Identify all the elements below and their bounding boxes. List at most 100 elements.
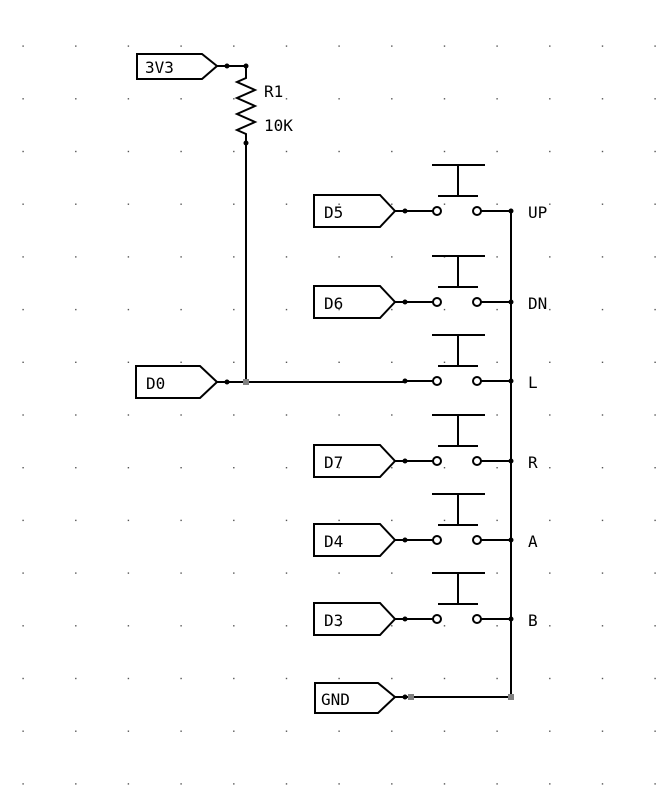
grid-dot <box>338 572 340 574</box>
grid-dot <box>22 414 24 416</box>
button-row-dn: D6 DN <box>313 255 547 319</box>
wire-junction <box>243 379 249 385</box>
grid-dot <box>338 519 340 522</box>
grid-dot <box>22 256 24 258</box>
junction-dot <box>402 378 408 384</box>
grid-dot <box>338 203 340 205</box>
grid-dot <box>127 730 130 732</box>
grid-dot <box>601 98 604 100</box>
grid-dot <box>654 150 656 153</box>
grid-dot <box>75 783 77 785</box>
grid-dot <box>75 45 77 47</box>
grid-dot <box>601 519 604 522</box>
grid-dot <box>549 98 551 100</box>
grid-dot <box>391 98 393 100</box>
grid-dot <box>654 361 656 363</box>
grid-dot <box>285 308 288 311</box>
grid-dot <box>233 361 235 363</box>
junction-dot <box>402 208 408 214</box>
grid-dot <box>654 98 656 100</box>
grid-dot <box>654 45 656 47</box>
grid-dot <box>654 730 656 732</box>
port-gnd[interactable]: GND <box>314 682 397 714</box>
grid-dot <box>285 519 288 522</box>
grid-dot <box>22 783 24 785</box>
grid-dot <box>180 572 182 574</box>
grid-dot <box>233 467 235 469</box>
grid-dot <box>391 256 393 258</box>
button-name-label: DN <box>528 294 547 313</box>
resistor-ref: R1 <box>264 82 283 101</box>
resistor-symbol <box>234 66 258 143</box>
grid-dot <box>233 45 235 47</box>
port-label-text: D0 <box>146 374 165 393</box>
grid-dot <box>549 677 551 680</box>
grid-dot <box>75 519 77 522</box>
grid-dot <box>75 308 77 311</box>
grid-dot <box>391 150 393 153</box>
grid-dot <box>75 677 77 680</box>
grid-dot <box>391 467 393 469</box>
junction-dot <box>224 379 230 385</box>
port-d0[interactable]: D0 <box>135 365 219 399</box>
grid-dot <box>127 45 130 47</box>
grid-dot <box>443 361 446 363</box>
grid-dot <box>233 730 235 732</box>
grid-dot <box>496 783 498 785</box>
grid-dot <box>338 730 340 732</box>
grid-dot <box>233 308 235 311</box>
pushbutton-b[interactable] <box>432 572 485 624</box>
grid-dot <box>549 203 551 205</box>
grid-dot <box>285 45 288 47</box>
port-d7[interactable]: D7 <box>313 444 397 478</box>
grid-dot <box>127 467 130 469</box>
grid-dot <box>601 783 604 785</box>
pushbutton-l[interactable] <box>432 334 485 386</box>
grid-dot <box>496 572 498 574</box>
grid-dot <box>233 572 235 574</box>
grid-dot <box>443 150 446 153</box>
port-d6[interactable]: D6 <box>313 285 397 319</box>
grid-dot <box>180 256 182 258</box>
contact-right <box>472 614 482 624</box>
grid-dot <box>127 203 130 205</box>
port-outline <box>313 602 397 636</box>
grid-dot <box>180 467 182 469</box>
pushbutton-up[interactable] <box>432 164 485 216</box>
grid-dot <box>285 361 288 363</box>
grid-dot <box>391 677 393 680</box>
grid-dot <box>654 256 656 258</box>
button-row-l: L <box>402 334 538 392</box>
grid-dot <box>601 677 604 680</box>
port-label-text: D3 <box>324 611 343 630</box>
grid-dot <box>391 572 393 574</box>
grid-dot <box>285 150 288 153</box>
grid-dot <box>496 361 498 363</box>
grid-dot <box>391 730 393 732</box>
pushbutton-r[interactable] <box>432 414 485 466</box>
grid-dots <box>22 45 656 785</box>
contact-right <box>472 297 482 307</box>
grid-dot <box>22 308 24 311</box>
grid-dot <box>180 98 182 100</box>
resistor-r1[interactable]: R1 10K <box>234 66 293 146</box>
grid-dot <box>127 519 130 522</box>
port-d3[interactable]: D3 <box>313 602 397 636</box>
grid-dot <box>180 783 182 785</box>
power-port-3v3[interactable]: 3V3 <box>136 53 219 80</box>
pushbutton-dn[interactable] <box>432 255 485 307</box>
port-d4[interactable]: D4 <box>313 523 397 557</box>
grid-dot <box>338 467 340 469</box>
port-d5[interactable]: D5 <box>313 194 397 228</box>
wire-end <box>508 694 514 700</box>
grid-dot <box>127 256 130 258</box>
grid-dot <box>75 467 77 469</box>
grid-dot <box>338 256 340 258</box>
grid-dot <box>180 45 182 47</box>
grid-dot <box>285 203 288 205</box>
grid-dot <box>338 625 340 627</box>
pushbutton-a[interactable] <box>432 493 485 545</box>
grid-dot <box>75 730 77 732</box>
grid-dot <box>496 150 498 153</box>
